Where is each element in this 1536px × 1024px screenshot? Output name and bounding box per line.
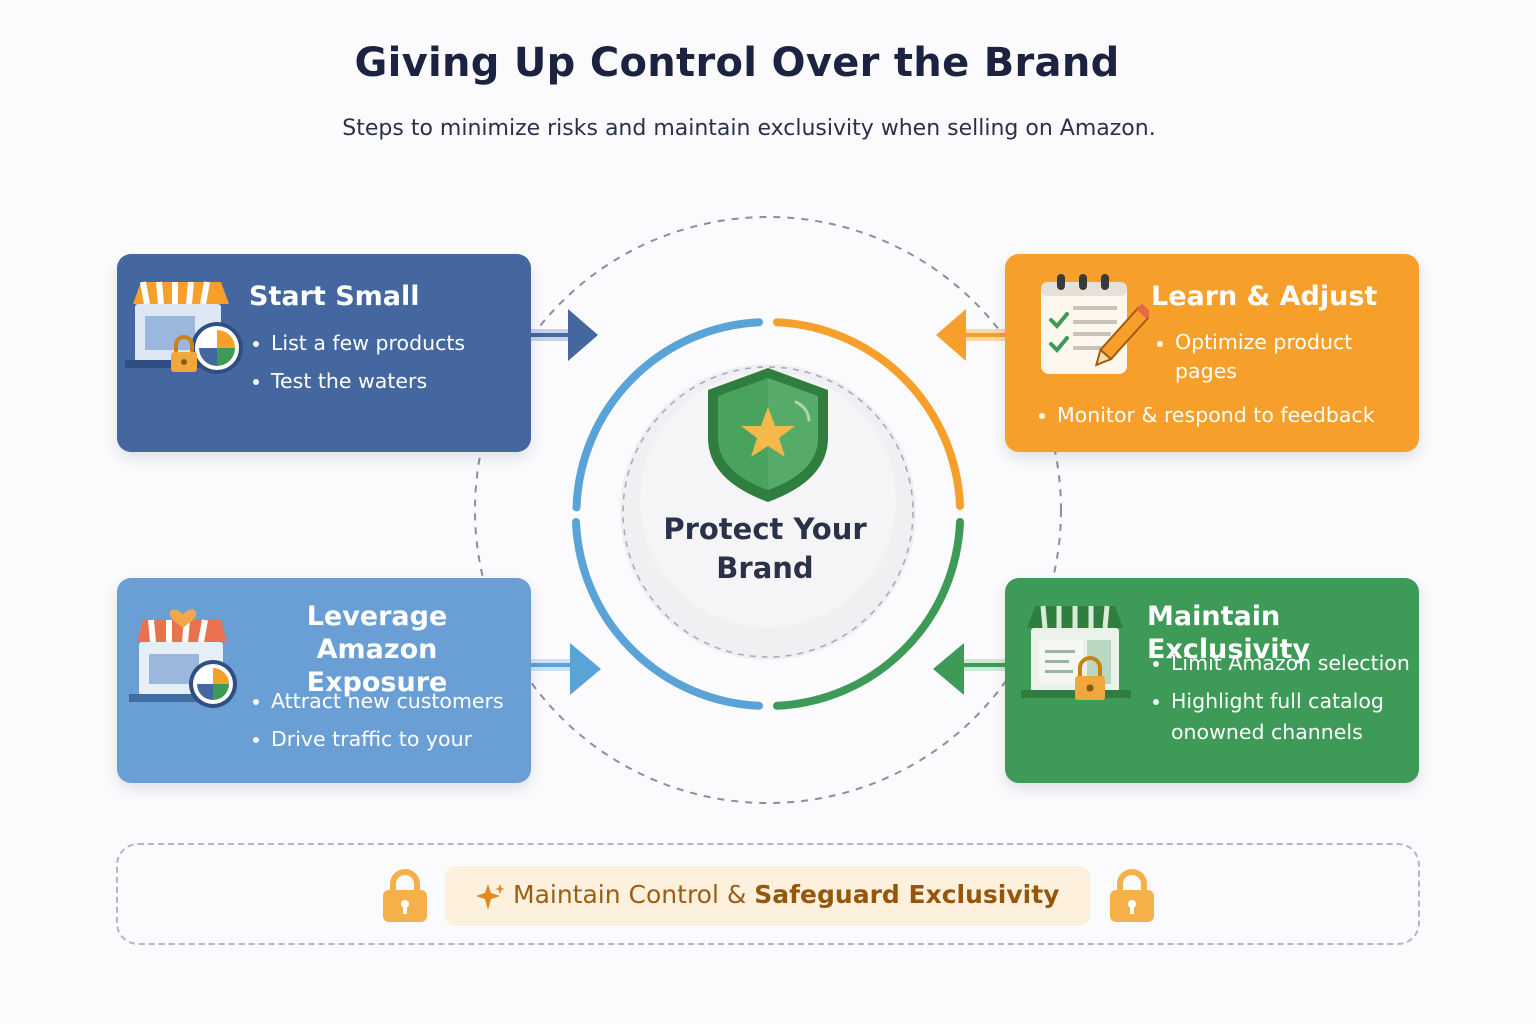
arrow-start-small [531, 309, 598, 361]
center-label: Protect Your Brand [620, 510, 910, 588]
bullet-list: List a few products Test the waters [251, 328, 465, 404]
center-label-line2: Brand [716, 551, 814, 585]
arrow-maintain [933, 643, 1005, 695]
card-title: Learn & Adjust [1151, 281, 1378, 312]
shield-star-icon [708, 368, 828, 502]
summary-text-strong: Safeguard Exclusivity [754, 880, 1060, 909]
card-maintain-exclusivity: Maintain Exclusivity Limit Amazon select… [1005, 578, 1419, 783]
bullet-list: Attract new customers Drive traffic to y… [251, 686, 504, 762]
card-title: Start Small [249, 281, 420, 312]
center-dashed-ring [622, 366, 914, 658]
storefront-lock-chart-icon [125, 281, 243, 374]
list-item: Limit Amazon selection [1151, 648, 1413, 678]
arrow-learn-adjust [936, 309, 1005, 361]
summary-pill [445, 866, 1090, 926]
list-item: Optimize product pages [1155, 328, 1395, 386]
card-title-line1: Leverage Amazon [306, 601, 448, 665]
cycle-arc-green [773, 518, 964, 710]
arrow-leverage [531, 643, 601, 695]
bullet-list: Optimize product pages [1155, 328, 1395, 394]
storefront-heart-chart-icon [129, 609, 237, 708]
summary-banner [116, 843, 1420, 945]
outer-dashed-ring [474, 216, 1062, 804]
list-item: List a few products [251, 328, 465, 358]
card-title: Leverage Amazon Exposure [247, 600, 507, 699]
card-start-small: Start Small List a few products Test the… [117, 254, 531, 452]
center-label-line1: Protect Your [663, 512, 867, 546]
bullet-list: Monitor & respond to feedback [1037, 400, 1375, 438]
list-item: Highlight full catalog onowned channels [1151, 686, 1413, 748]
list-item: Drive traffic to your [251, 724, 504, 754]
card-learn-adjust: Learn & Adjust Optimize product pages Mo… [1005, 254, 1419, 452]
card-title-line2: Exposure [306, 667, 448, 698]
list-item: Attract new customers [251, 686, 504, 716]
list-item: Monitor & respond to feedback [1037, 400, 1375, 430]
sparkle-icon [476, 884, 505, 910]
list-item: Test the waters [251, 366, 465, 396]
bullet-list: Limit Amazon selection Highlight full ca… [1151, 648, 1413, 756]
padlock-icon [1110, 869, 1154, 922]
card-title: Maintain Exclusivity [1147, 601, 1311, 665]
card-leverage-amazon-exposure: Leverage Amazon Exposure Attract new cus… [117, 578, 531, 783]
padlock-icon [383, 869, 427, 922]
cycle-arc-blue-top [572, 318, 763, 512]
page-subtitle: Steps to minimize risks and maintain exc… [342, 116, 1156, 141]
storefront-lock-icon [1021, 605, 1131, 700]
summary-text: Maintain Control & Safeguard Exclusivity [513, 880, 1059, 909]
page-title: Giving Up Control Over the Brand [354, 40, 1120, 86]
checklist-pencil-icon [1041, 274, 1149, 374]
cycle-arc-blue-bottom [572, 518, 763, 710]
summary-text-plain: Maintain Control & [513, 880, 755, 909]
cycle-arc-orange [773, 318, 964, 510]
